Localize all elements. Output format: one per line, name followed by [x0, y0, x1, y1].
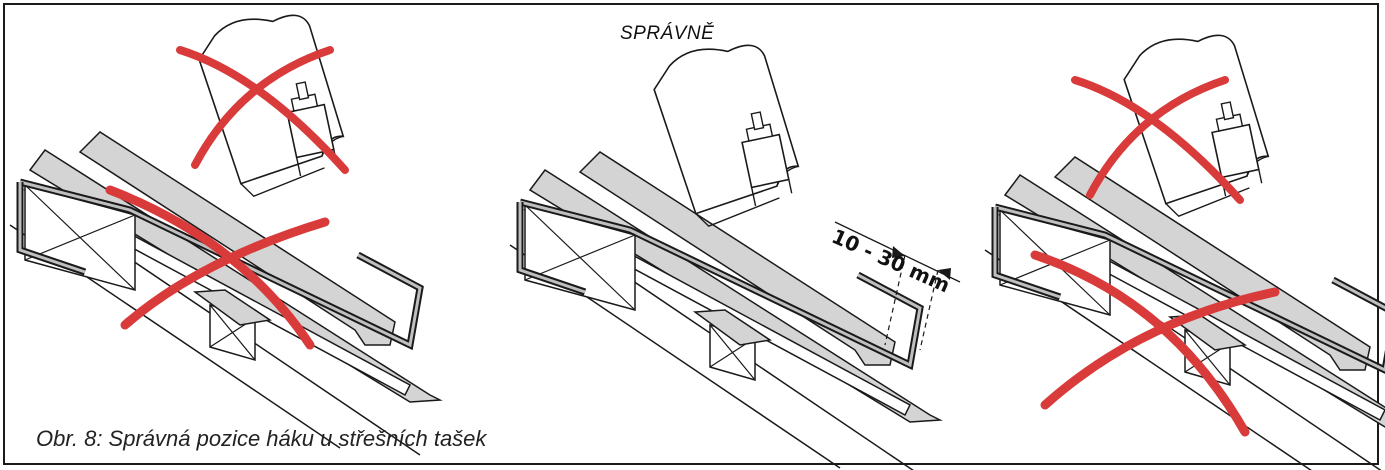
correct-label: SPRÁVNĚ: [620, 23, 715, 44]
left-hook-assembly: [10, 132, 440, 455]
left-assembly-cross-icon: [105, 185, 330, 350]
left-panel: [10, 3, 440, 455]
right-hook-assembly: [985, 157, 1385, 470]
right-panel: [985, 23, 1385, 470]
figure-caption: Obr. 8: Správná pozice háku u střešních …: [36, 426, 487, 451]
middle-panel: [510, 33, 961, 470]
right-assembly-cross-icon: [1030, 250, 1280, 437]
